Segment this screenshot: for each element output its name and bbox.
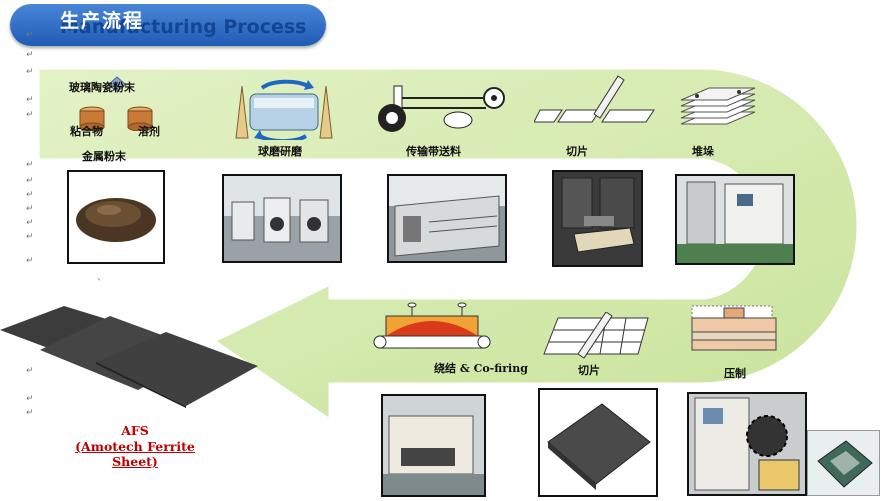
ball-mill-icon [232,74,336,140]
paragraph-mark: ↵ [26,204,34,214]
step-tape-casting-label: 传输带送料 [406,143,461,159]
afs-sheets-image [0,306,260,408]
glass-ceramic-powder-label: 玻璃陶瓷粉末 [69,79,135,95]
paragraph-mark: ↵ [26,218,34,228]
cutting-photo [552,170,643,267]
paragraph-mark: ↵ [26,30,34,40]
ball-milling-photo [222,174,342,263]
cut-sheet-photo [538,388,658,497]
furnace-machine-icon [383,396,484,495]
powder-pile-icon [69,172,163,262]
paragraph-mark: ↵ [26,95,34,105]
sintering-furnace-icon [366,302,492,356]
pressing-photo [687,392,807,496]
paragraph-mark: ↵ [26,408,34,418]
tape-casting-photo [387,174,507,263]
step-ball-milling-label: 球磨研磨 [258,143,302,159]
casting-line-icon [389,176,505,261]
press-icon [688,304,788,356]
paragraph-mark: ↵ [26,110,34,120]
paragraph-mark: ↵ [26,160,34,170]
step-sintering-label: 绕结 & Co-firing [434,360,528,376]
stack-sheets-icon [675,86,761,140]
cutting-blade-icon [534,74,658,130]
step-pressing-label: 压制 [724,365,746,381]
binder-label: 粘合物 [70,123,103,139]
milling-equipment-icon [224,176,340,261]
pressed-part-photo [807,430,880,496]
paragraph-mark: ↵ [26,232,34,242]
step-stacking-label: 堆垛 [692,143,714,159]
paragraph-mark: ↵ [26,67,34,77]
sintering-photo [381,394,486,497]
press-machine-icon [689,394,805,494]
paragraph-mark: ↵ [26,190,34,200]
paragraph-mark: ↵ [26,50,34,60]
pressed-part-icon [808,431,879,495]
step-cutting-1-label: 切片 [566,143,588,159]
stacking-photo [675,174,795,265]
step-cutting-2-label: 切片 [578,362,600,378]
small-mark: 、 [97,270,106,283]
cutter-machine-icon [554,172,641,265]
solvent-label: 溶剂 [138,123,160,139]
grid-cutting-icon [540,312,652,362]
product-name: AFS [60,423,210,438]
paragraph-mark: ↵ [26,256,34,266]
metal-powder-label: 金属粉末 [82,148,126,164]
paragraph-mark: ↵ [26,176,34,186]
ferrite-sheet-icon [540,390,656,495]
header-title: 生产流程 [60,6,144,33]
product-full-name: (Amotech Ferrite Sheet) [54,439,216,469]
tape-casting-icon [374,80,510,136]
stacking-machine-icon [677,176,793,263]
powder-photo [67,170,165,264]
